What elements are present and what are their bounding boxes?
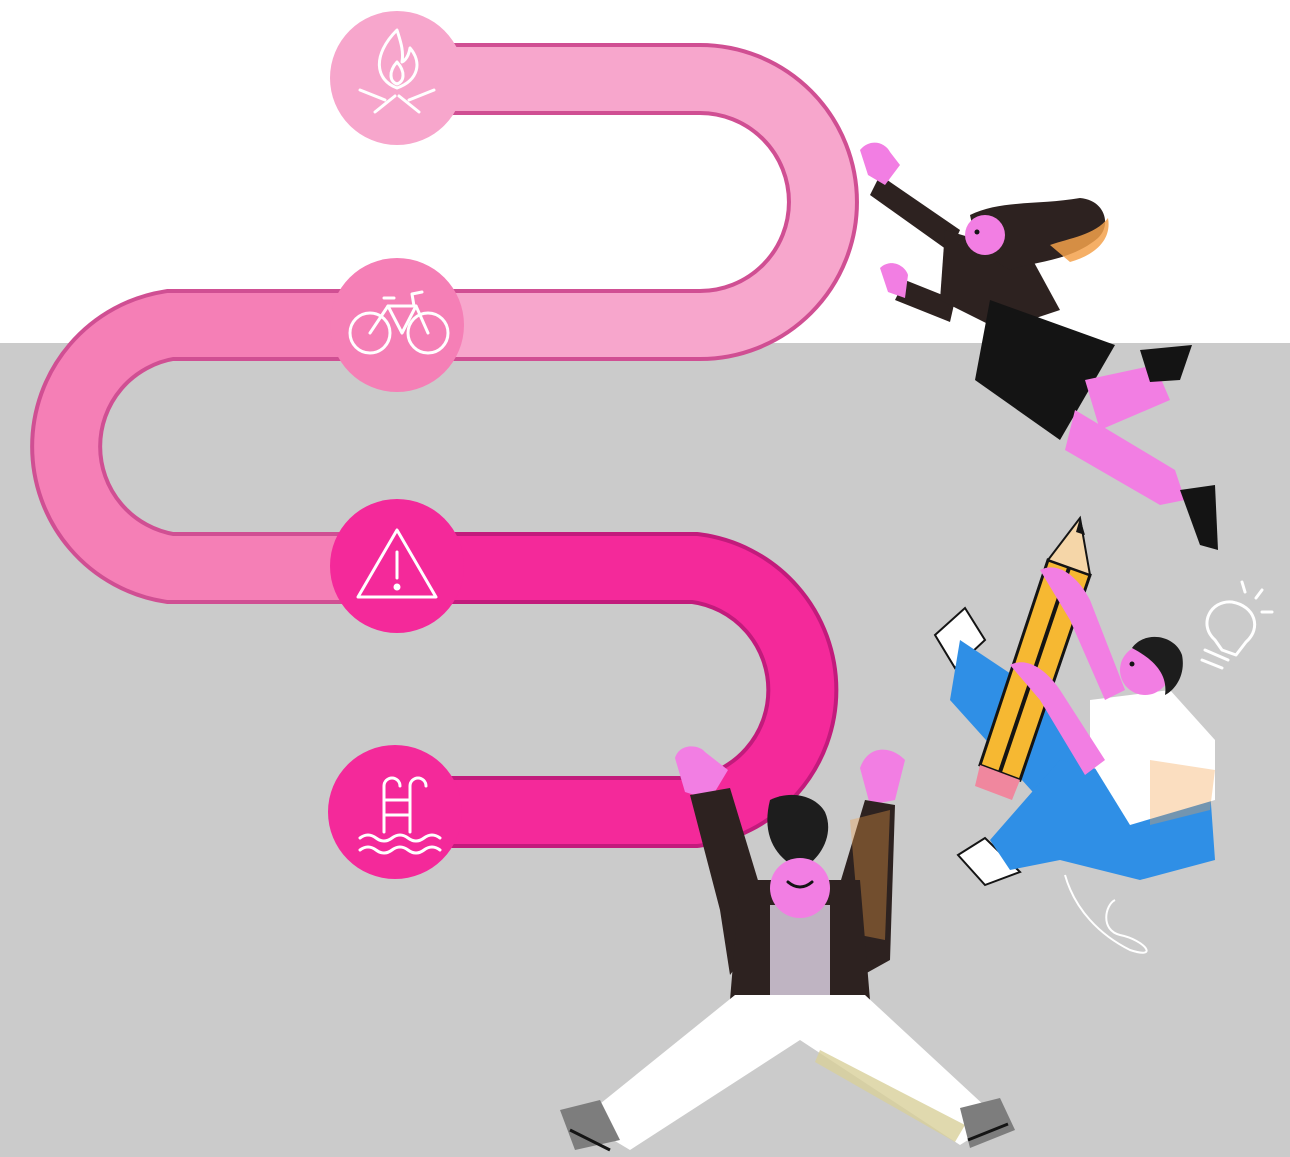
head [965, 215, 1005, 255]
milestone-pool [328, 745, 462, 879]
milestone-bicycle [330, 258, 464, 392]
milestone-warning [330, 499, 464, 633]
milestone-campfire [330, 11, 464, 145]
